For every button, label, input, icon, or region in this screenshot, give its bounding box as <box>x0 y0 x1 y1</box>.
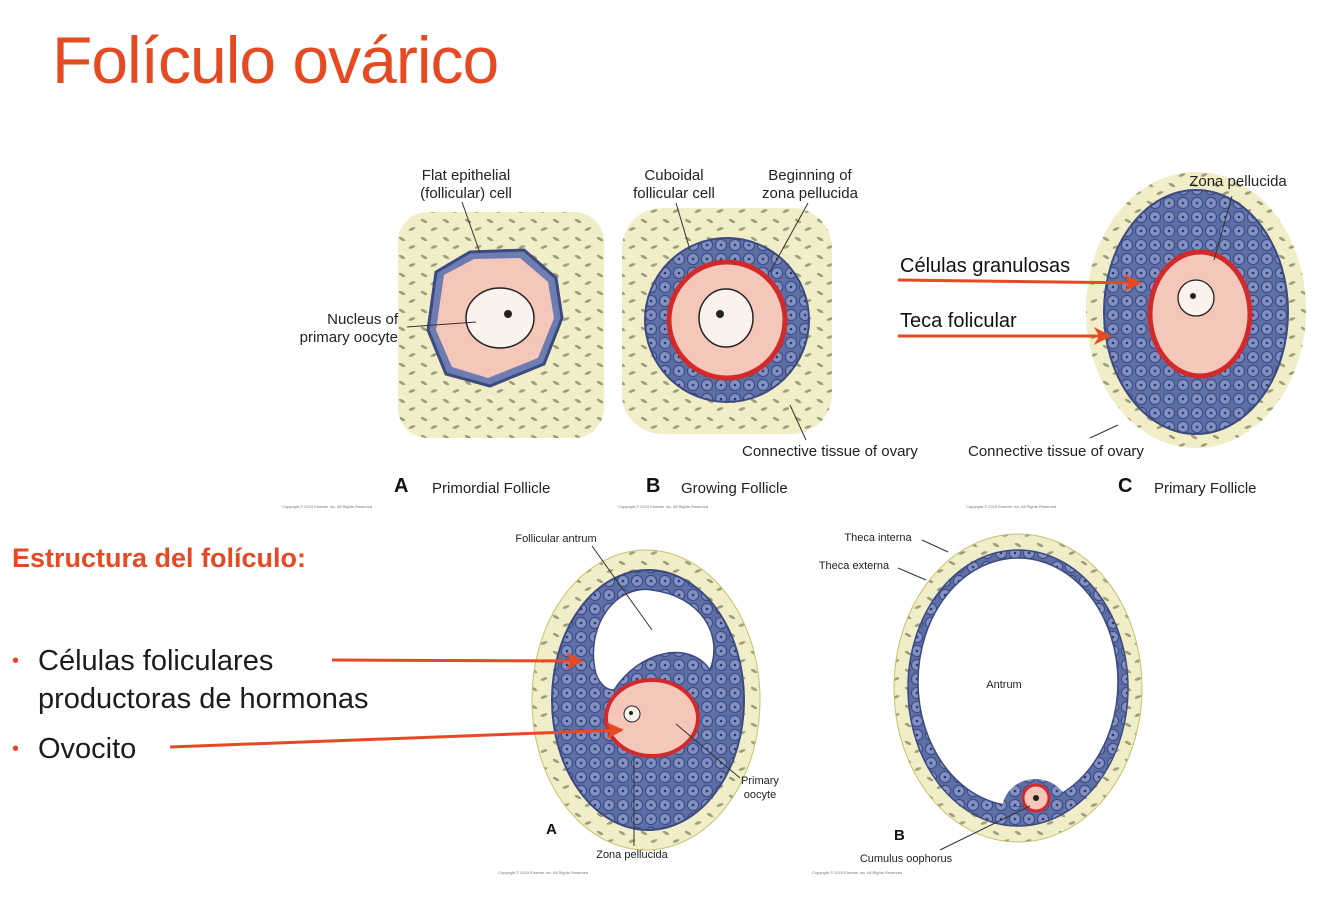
label-nucleus-2: primary oocyte <box>300 329 398 346</box>
label-cumulus-oophorus: Cumulus oophorus <box>860 853 953 865</box>
panel-letter-b: B <box>646 475 660 497</box>
caption-primary: Primary Follicle <box>1154 480 1257 497</box>
panel-letter-d: A <box>546 821 557 838</box>
oocyte-nucleus-shape <box>699 289 753 347</box>
follicular-cells-arrow <box>332 660 582 661</box>
caption-growing: Growing Follicle <box>681 480 788 497</box>
panel-antral-follicle-a: Follicular antrum Primary oocyte Zona pe… <box>170 533 779 875</box>
copyright-d: Copyright © 2015 Elsevier Inc. All Right… <box>498 870 588 875</box>
label-primary-oocyte-2: oocyte <box>744 789 776 801</box>
oocyte-b-nucleus <box>1033 795 1039 801</box>
label-theca-interna: Theca interna <box>844 532 912 544</box>
label-connective-b: Connective tissue of ovary <box>742 443 918 460</box>
oocyte-nucleus-shape <box>1178 280 1214 316</box>
label-beginning-zona-2: zona pellucida <box>762 185 859 202</box>
nucleolus-shape <box>629 711 633 715</box>
label-flat-epithelial-2: (follicular) cell <box>420 185 512 202</box>
label-cuboidal-1: Cuboidal <box>644 167 703 184</box>
label-nucleus-1: Nucleus of <box>327 311 399 328</box>
theca-externa-leader-line <box>898 568 926 580</box>
panel-letter-c: C <box>1118 475 1132 497</box>
panel-primary-follicle: Zona pellucida Células granulosas Teca f… <box>898 172 1306 509</box>
label-beginning-zona-1: Beginning of <box>768 167 852 184</box>
panel-growing-follicle: Cuboidal follicular cell Beginning of zo… <box>618 167 918 509</box>
label-connective-c: Connective tissue of ovary <box>968 443 1144 460</box>
label-antrum: Antrum <box>986 679 1021 691</box>
label-celulas-granulosas: Células granulosas <box>900 255 1070 277</box>
copyright-c: Copyright © 2015 Elsevier Inc. All Right… <box>966 504 1056 509</box>
panel-primordial-follicle: Flat epithelial (follicular) cell Nucleu… <box>282 167 604 509</box>
panel-letter-a: A <box>394 475 408 497</box>
copyright-a: Copyright © 2015 Elsevier Inc. All Right… <box>282 504 372 509</box>
nucleolus-shape <box>504 310 512 318</box>
nucleolus-shape <box>716 310 724 318</box>
oocyte-nucleus-shape <box>466 288 534 348</box>
label-follicular-antrum: Follicular antrum <box>515 533 596 545</box>
label-theca-externa: Theca externa <box>819 560 890 572</box>
primary-oocyte-shape <box>606 680 698 756</box>
connective-leader-line-c <box>1090 425 1118 438</box>
label-teca-folicular: Teca folicular <box>900 310 1017 332</box>
label-primary-oocyte-1: Primary <box>741 775 779 787</box>
theca-interna-leader-line <box>922 540 948 552</box>
nucleolus-shape <box>1190 293 1196 299</box>
panel-letter-e: B <box>894 827 905 844</box>
label-flat-epithelial-1: Flat epithelial <box>422 167 510 184</box>
copyright-b: Copyright © 2015 Elsevier Inc. All Right… <box>618 504 708 509</box>
label-zona-c: Zona pellucida <box>1189 173 1287 190</box>
label-cuboidal-2: follicular cell <box>633 185 715 202</box>
panel-antral-follicle-b: Theca interna Theca externa Antrum Cumul… <box>812 532 1142 875</box>
copyright-e: Copyright © 2015 Elsevier Inc. All Right… <box>812 870 902 875</box>
label-zona-d: Zona pellucida <box>596 849 668 861</box>
caption-primordial: Primordial Follicle <box>432 480 550 497</box>
